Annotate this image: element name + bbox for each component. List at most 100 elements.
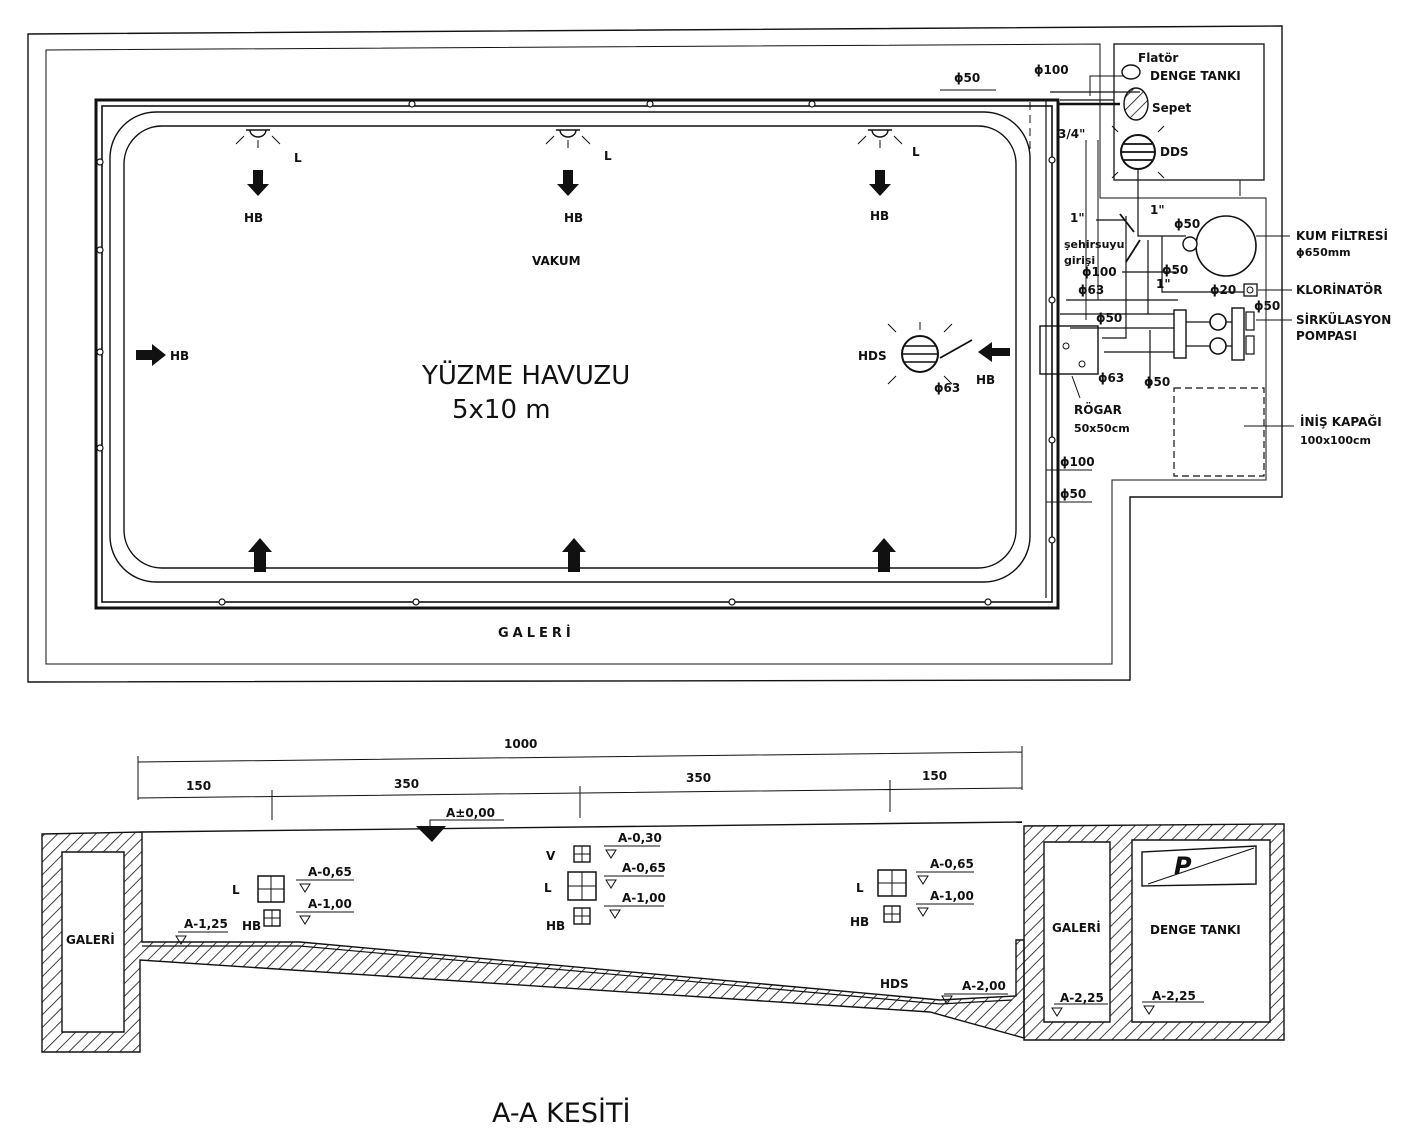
pipe-size-label: ϕ63: [1098, 371, 1124, 385]
pipe-size-label: 1": [1156, 277, 1171, 291]
chlorinator-icon: [1243, 283, 1258, 297]
light-label: L: [604, 149, 612, 163]
fixture-label: HB: [546, 919, 565, 933]
basket-icon: [1123, 87, 1149, 121]
dds-label: DDS: [1160, 145, 1189, 159]
hatch-title: İNİŞ KAPAĞI: [1300, 414, 1382, 429]
elevation-label: A-0,65: [930, 857, 974, 871]
pipe-size-label: 1": [1070, 211, 1085, 225]
balance-tank-title: DENGE TANKI: [1150, 69, 1241, 83]
pipe-size-label: ϕ50: [1144, 375, 1170, 389]
elevation-label: A-0,30: [618, 831, 662, 845]
water-surface: [141, 821, 1023, 833]
left-fixtures: [175, 875, 354, 945]
pump-label: SİRKÜLASYON: [1296, 312, 1391, 327]
pipe-size-label: ϕ50: [1096, 311, 1122, 325]
elevation-label: A-2,25: [1060, 991, 1104, 1005]
circulation-pump-icon: [1173, 307, 1292, 361]
pool-size: 5x10 m: [452, 395, 551, 425]
light-label: L: [294, 151, 302, 165]
fixture-label: L: [232, 883, 240, 897]
elevation-label: A-1,00: [308, 897, 352, 911]
elevation-label: A-0,65: [622, 861, 666, 875]
city-water-label: girişi: [1064, 254, 1095, 267]
manhole-size: 50x50cm: [1074, 422, 1130, 435]
elevation-label: A-0,65: [308, 865, 352, 879]
pipe-size-label: ϕ50: [954, 71, 980, 85]
fixture-label: L: [856, 881, 864, 895]
sand-filter-size: ϕ650mm: [1296, 246, 1351, 259]
hds-pipe-label: ϕ63: [934, 381, 960, 395]
pool-floor-line: [142, 945, 1013, 1005]
right-fixtures: [877, 869, 974, 923]
vacuum-label: VAKUM: [532, 254, 581, 268]
gallery-right-label: GALERİ: [1052, 920, 1101, 935]
pump-label: POMPASI: [1296, 329, 1357, 343]
inlet-label: HB: [244, 211, 263, 225]
plan-view: L L L HB HB HB VAKUM HB HDS ϕ63 HB YÜZME: [27, 25, 1391, 683]
inlet-label: HB: [976, 373, 995, 387]
gallery-label: GALERİ: [498, 625, 575, 641]
float-label: Flatör: [1138, 51, 1178, 65]
dimension-parts: [137, 780, 1023, 820]
pipe-size-label: 3/4": [1058, 127, 1085, 141]
hds-label: HDS: [858, 349, 887, 363]
pool-outer-wall: [94, 98, 1060, 610]
sand-filter-title: KUM FİLTRESİ: [1296, 228, 1388, 243]
light-label: L: [912, 145, 920, 159]
water-level-label: A±0,00: [446, 806, 495, 820]
pool-structure-hatched: [41, 831, 1025, 1053]
equipment-piping: [1060, 170, 1250, 388]
fixture-label: HB: [242, 919, 261, 933]
middle-fixtures: [567, 845, 664, 925]
sand-filter-icon: [1195, 215, 1257, 277]
elevation-label: A-1,00: [930, 889, 974, 903]
hds-drain: [887, 322, 1010, 385]
dimension-total: [137, 746, 1023, 800]
top-lights: [235, 129, 903, 196]
balance-tank-room: [1113, 43, 1265, 181]
tank-sign: [1141, 845, 1257, 887]
dim-label: 150: [922, 769, 947, 783]
hatch-size: 100x100cm: [1300, 434, 1371, 447]
dim-label: 150: [186, 779, 211, 793]
manhole-title: RÖGAR: [1074, 402, 1122, 417]
city-water-label: şehirsuyu: [1064, 238, 1124, 251]
pipe-size-label: ϕ63: [1078, 283, 1104, 297]
manhole-icon: [1039, 325, 1099, 375]
dim-label: 350: [394, 777, 419, 791]
section-view: 1000 150 350 350 150 P A±0,00: [41, 737, 1285, 1129]
pipe-size-label: ϕ50: [1174, 217, 1200, 231]
inlet-label: HB: [564, 211, 583, 225]
pipe-size-label: ϕ100: [1082, 265, 1117, 279]
building-outline: [27, 25, 1283, 683]
pipe-size-label: ϕ100: [1060, 455, 1095, 469]
dim-label: 350: [686, 771, 711, 785]
gallery-outline: [45, 43, 1267, 665]
water-level-marker: [416, 826, 446, 842]
fixture-label: HB: [850, 915, 869, 929]
pipe-ring-outer: [109, 111, 1031, 583]
basket-label: Sepet: [1152, 101, 1192, 115]
pipe-size-label: ϕ50: [1254, 299, 1280, 313]
chlorinator-label: KLORİNATÖR: [1296, 282, 1382, 297]
left-inlet-arrow: [136, 344, 166, 366]
bottom-inlets: [248, 538, 896, 572]
hds-section-label: HDS: [880, 977, 909, 991]
gallery-left-label: GALERİ: [66, 932, 115, 947]
pipe-size-label: ϕ20: [1210, 283, 1236, 297]
pool-title: YÜZME HAVUZU: [421, 359, 630, 391]
access-hatch: [1173, 387, 1265, 477]
section-title: A-A KESİTİ: [492, 1097, 630, 1129]
pipe-size-label: ϕ50: [1060, 487, 1086, 501]
inlet-label: HB: [170, 349, 189, 363]
elevation-label: A-1,00: [622, 891, 666, 905]
right-structure-hatched: [1023, 823, 1285, 1041]
float-icon: [1121, 64, 1141, 80]
pipe-size-label: ϕ100: [1034, 63, 1069, 77]
elevation-label: A-2,00: [962, 979, 1006, 993]
elevation-label: A-1,25: [184, 917, 228, 931]
pipe-fittings: [96, 100, 1056, 606]
elevation-label: A-2,25: [1152, 989, 1196, 1003]
